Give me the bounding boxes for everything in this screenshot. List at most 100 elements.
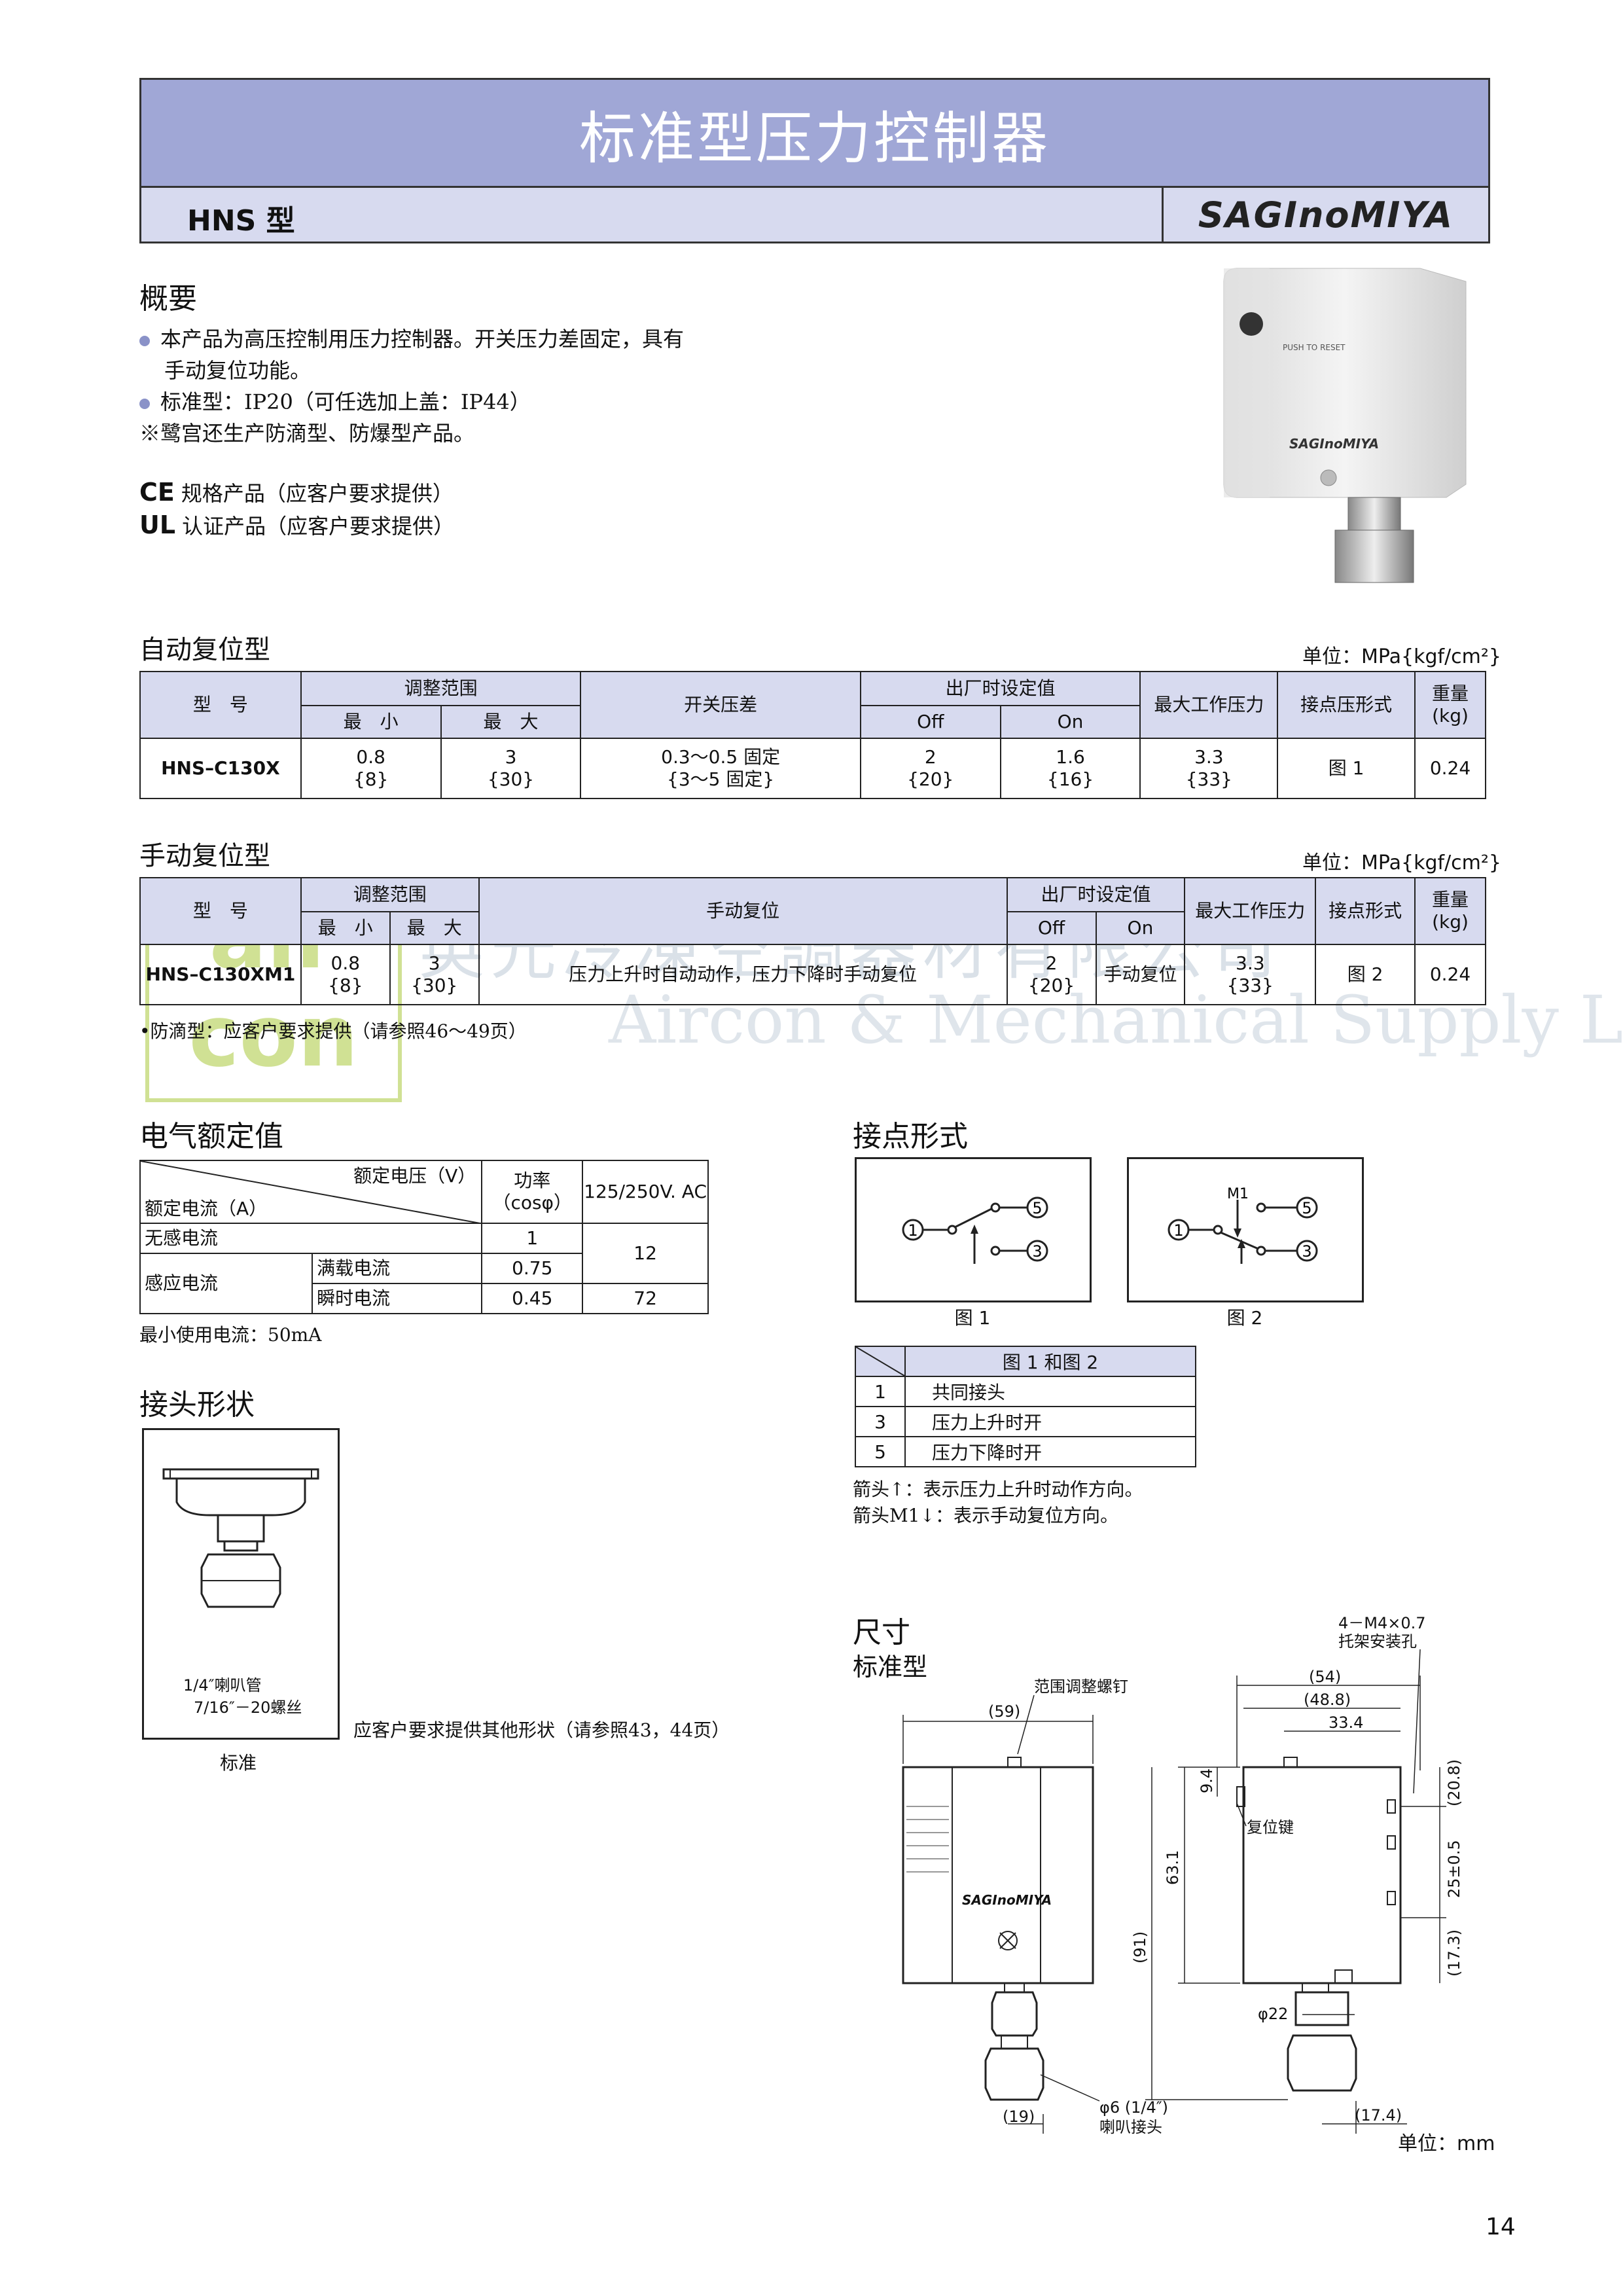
terminal-3: 3 [1302,1242,1311,1261]
auto-reset-table: 型 号 调整范围 开关压差 出厂时设定值 最大工作压力 接点压形式 重量(kg)… [139,671,1486,799]
voltage-header: 额定电压（V） [353,1165,476,1187]
fig2-caption: 图 2 [1226,1307,1263,1329]
col-maxp: 最大工作压力 [1184,877,1317,945]
col-min: 最 小 [300,705,442,739]
overview-bullet-1-cont: 手动复位功能。 [164,358,312,383]
contact-title: 接点形式 [853,1120,968,1153]
ce-text: 规格产品（应客户要求提供） [181,481,454,506]
dim-54: (54) [1309,1668,1341,1686]
connector-title: 接头形状 [139,1388,255,1422]
connector-label-2: 7/16″－20螺丝 [194,1698,302,1717]
bullet-icon [139,398,150,409]
col-manual: 手动复位 [478,877,1008,945]
arrow-note-1: 箭头↑：表示压力上升时动作方向。 [853,1479,1143,1500]
flare-label-1: φ6 (1/4″) [1099,2098,1168,2117]
reset-button-icon [1240,312,1263,336]
col-factory: 出厂时设定值 [1006,877,1186,912]
ce-mark-icon: CE [139,478,175,507]
m1-label: M1 [1227,1186,1249,1202]
col-min: 最 小 [300,911,391,945]
overview-bullet-2: 标准型：IP20（可任选加上盖：IP44） [160,389,531,414]
cell-min: 0.8{8} [300,738,442,799]
cell-on: 手动复位 [1095,944,1186,1005]
page-title: 标准型压力控制器 [139,78,1490,186]
cell-diff: 0.3～0.5 固定{3～5 固定} [580,738,861,799]
bullet-icon [139,335,150,346]
cell-weight: 0.24 [1414,738,1486,799]
dim-174: (17.4) [1355,2106,1402,2125]
col-max: 最 大 [440,705,582,739]
mount-label-2: 托架安装孔 [1338,1632,1417,1651]
arrow-note-2: 箭头M1↓：表示手动复位方向。 [853,1505,1118,1526]
table-row: 瞬时电流 0.45 72 [140,1283,709,1314]
diagonal-line [141,1161,484,1224]
contact-figure-2: M1 1 5 3 [1127,1157,1364,1302]
adj-screw-label: 范围调整螺钉 [1034,1677,1128,1696]
cell-contact: 图 1 [1277,738,1416,799]
dim-48: (48.8) [1304,1691,1351,1709]
cell-maxp: 3.3{33} [1184,944,1317,1005]
row-group-label: 感应电流 [139,1253,313,1314]
contact-figure-1: 1 5 3 [855,1157,1092,1302]
dimensions-subtitle: 标准型 [853,1653,928,1681]
product-photo: PUSH TO RESET SAGInoMIYA [1223,268,1467,583]
cell-on: 1.6{16} [999,738,1141,799]
terminal-5: 5 [1302,1199,1311,1217]
overview-text: 本产品为高压控制用压力控制器。开关压力差固定，具有 手动复位功能。 标准型：IP… [139,323,794,449]
legend-desc: 压力上升时开 [904,1406,1196,1437]
page-number: 14 [1486,2214,1516,2240]
table-row: HNS–C130X 0.8{8} 3{30} 0.3～0.5 固定{3～5 固定… [139,738,1486,799]
manual-reset-table: 型 号 调整范围 手动复位 出厂时设定值 最大工作压力 接点形式 重量(kg) … [139,877,1486,1005]
ul-text: 认证产品（应客户要求提供） [182,514,455,539]
dim-22: φ22 [1258,2005,1288,2023]
overview-title: 概要 [139,282,197,315]
connector-drawing [162,1468,319,1608]
electrical-note: 最小使用电流：50mA [139,1324,322,1346]
dim-91: (91) [1131,1931,1149,1964]
dim-208: (20.8) [1445,1759,1463,1806]
overview-note: ※鹭宫还生产防滴型、防爆型产品。 [139,421,475,446]
cell-model: HNS–C130X [139,738,302,799]
legend-desc: 压力下降时开 [904,1436,1196,1467]
col-on: On [1095,911,1186,945]
cell-manual: 压力上升时自动动作，压力下降时手动复位 [478,944,1008,1005]
auto-reset-unit: 单位：MPa{kgf/cm²} [1302,645,1502,668]
col-weight: 重量(kg) [1414,671,1486,739]
dim-59: (59) [988,1702,1020,1721]
col-weight: 重量(kg) [1414,877,1486,945]
manual-reset-note: •防滴型：应客户要求提供（请参照46～49页） [139,1020,527,1042]
dimensions-unit: 单位：mm [1398,2132,1495,2155]
row-label: 满载电流 [312,1253,483,1284]
row-label: 无感电流 [139,1223,483,1254]
flare-label-2: 喇叭接头 [1099,2118,1162,2136]
col-model: 型 号 [139,877,302,945]
col-off: Off [859,705,1001,739]
ul-mark-icon: UL [139,511,176,539]
connector-caption: 标准 [220,1752,257,1774]
cell-off: 2{20} [1006,944,1097,1005]
connector-note: 应客户要求提供其他形状（请参照43，44页） [353,1719,730,1741]
table-row: 感应电流 满载电流 0.75 [139,1253,708,1314]
col-range: 调整范围 [300,877,480,912]
legend-num: 1 [855,1376,906,1407]
electrical-title: 电气额定值 [139,1120,283,1153]
col-contact: 接点形式 [1315,877,1416,945]
legend-header: 图 1 和图 2 [904,1346,1196,1377]
cell-min: 0.8{8} [300,944,391,1005]
table-row: 无感电流 1 12 [139,1223,709,1284]
diagonal-line [856,1347,904,1376]
row-pf: 0.75 [481,1253,584,1284]
row-pf: 0.45 [481,1283,584,1314]
contact-diagram-2: M1 1 5 3 [1168,1186,1318,1264]
connector-figure: 1/4″喇叭管 7/16″－20螺丝 [142,1428,340,1740]
col-diff: 开关压差 [580,671,861,739]
volt-value-header: 125/250V. AC [582,1160,709,1224]
cell-weight: 0.24 [1414,944,1486,1005]
reset-key-label: 复位键 [1247,1818,1294,1837]
cell-maxp: 3.3{33} [1139,738,1279,799]
connector-label-1: 1/4″喇叭管 [183,1676,262,1695]
